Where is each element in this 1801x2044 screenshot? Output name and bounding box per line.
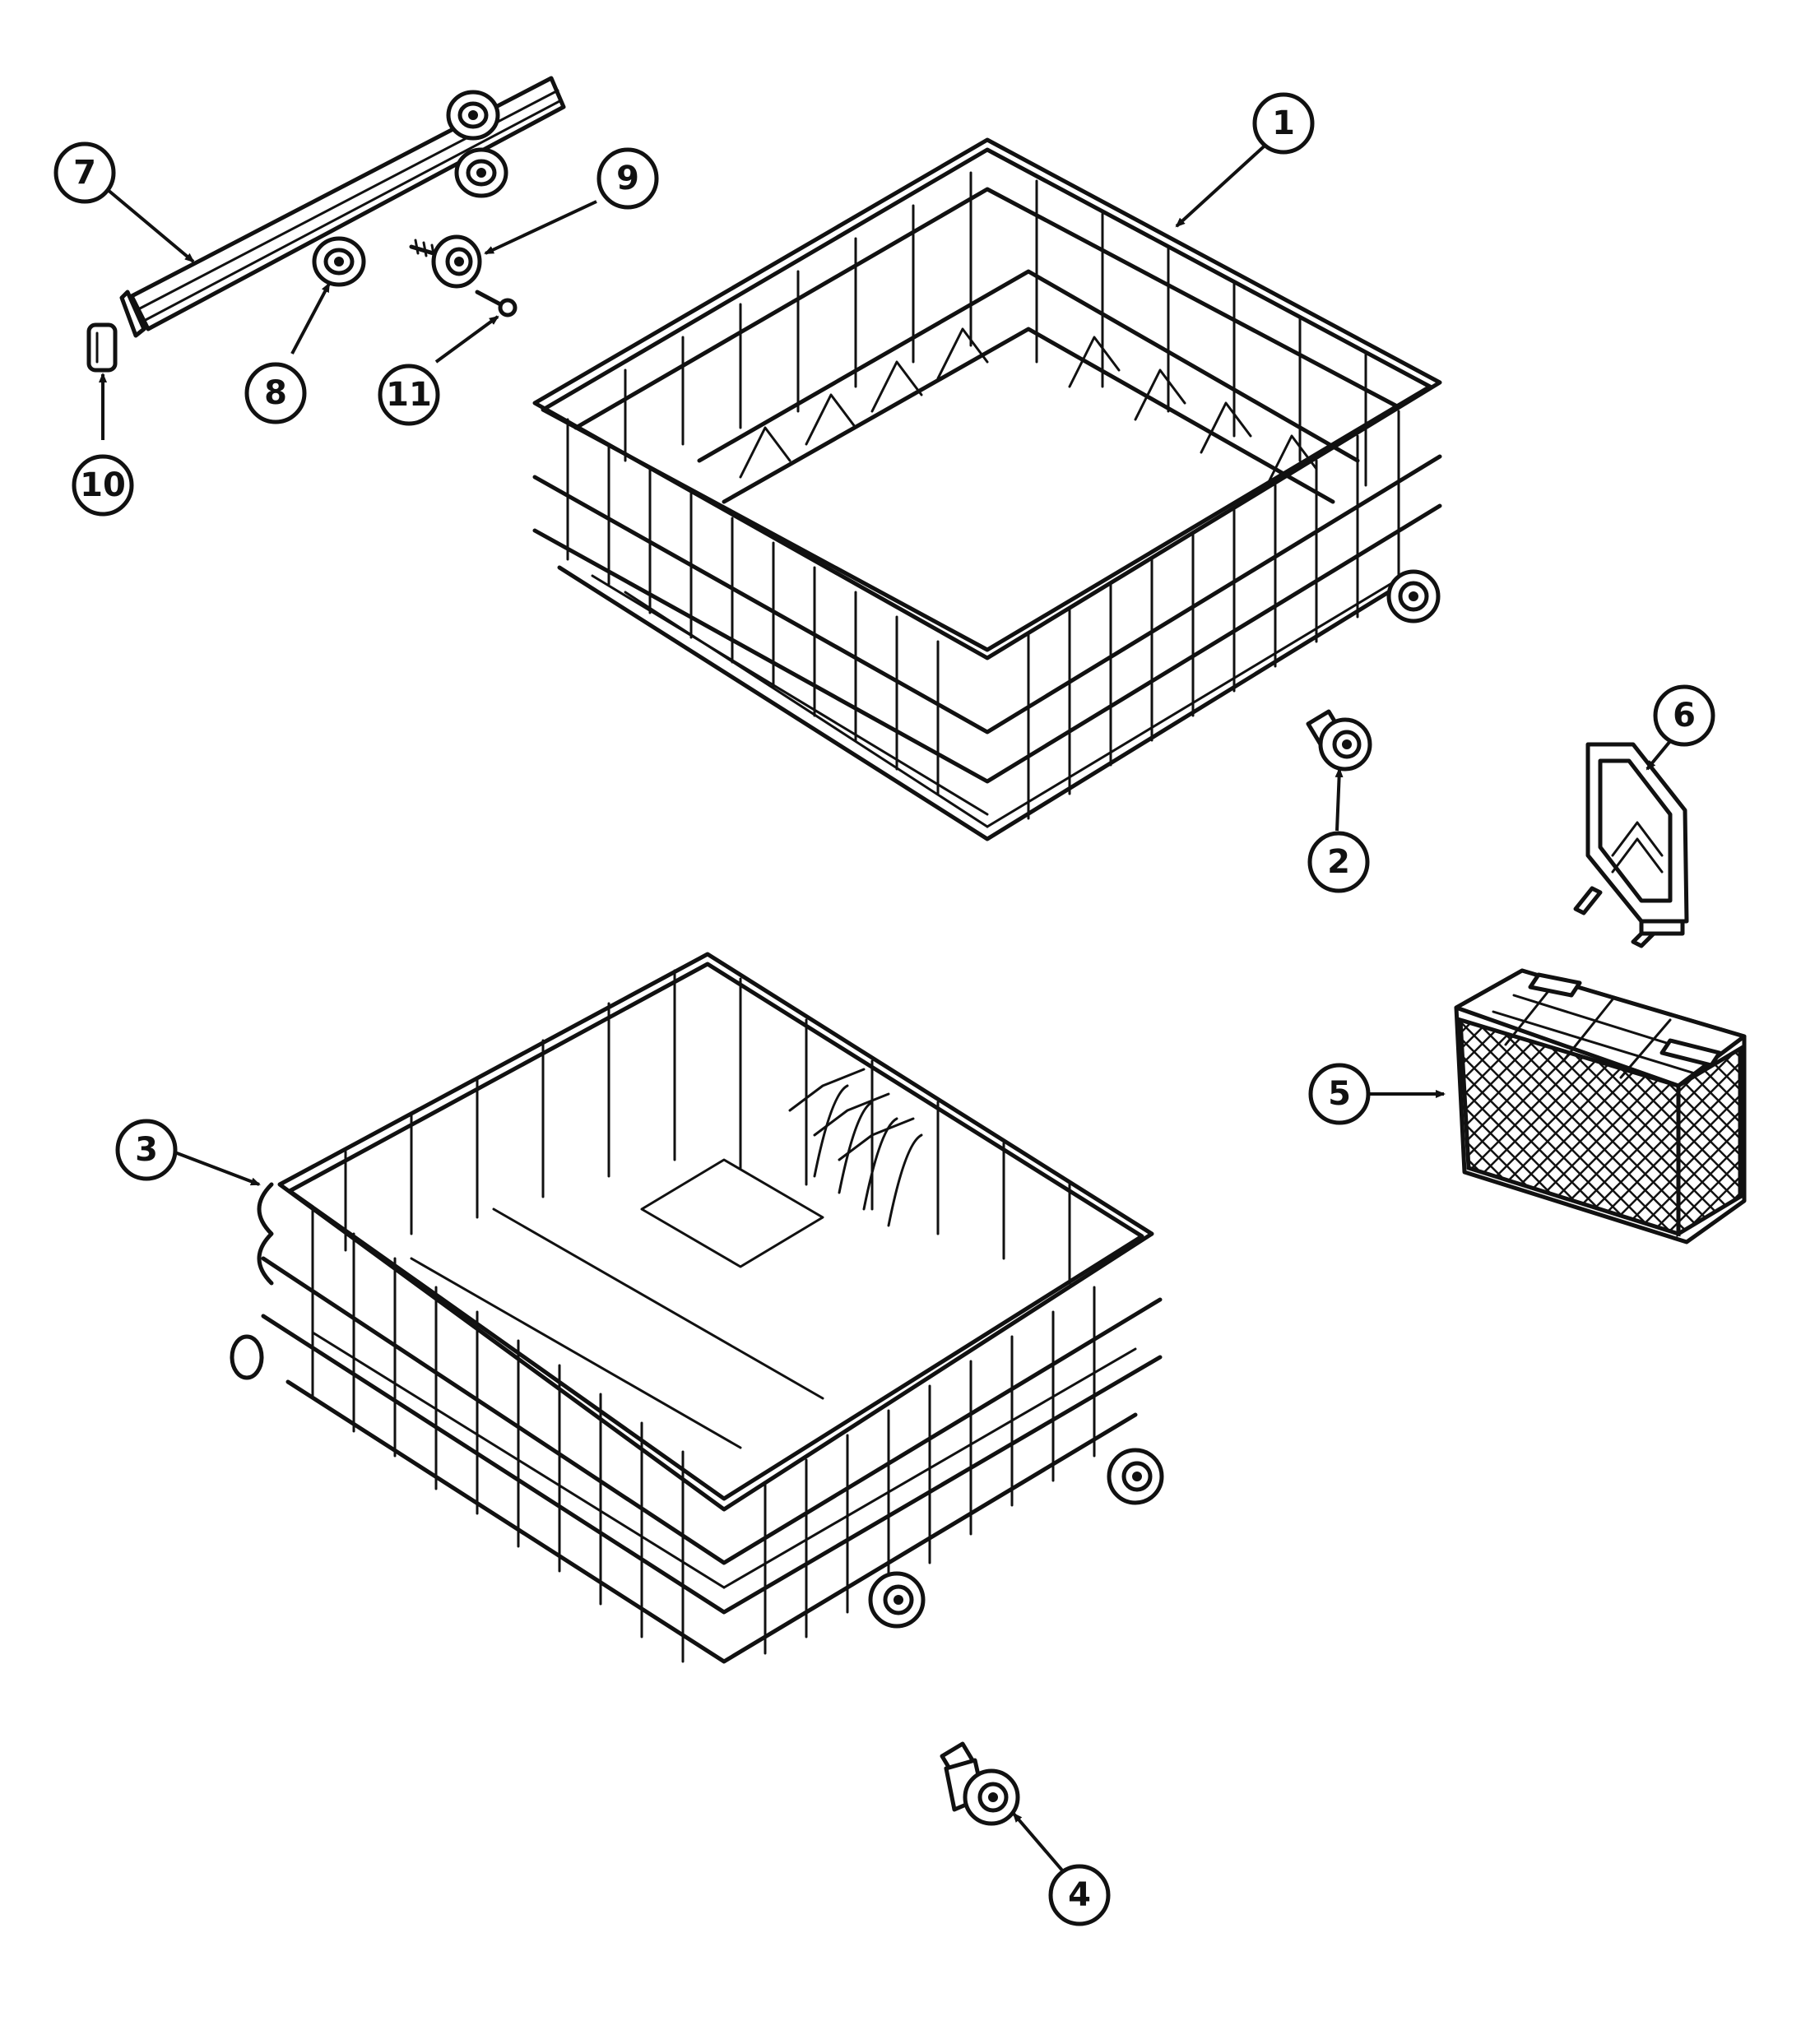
roller-part-8 xyxy=(312,90,508,287)
callout-8: 8 xyxy=(244,362,307,424)
lower-rack-part-3 xyxy=(230,952,1164,1664)
leader-lines xyxy=(99,138,1676,1873)
roller-bolt-part-9 xyxy=(409,234,482,289)
leader-3 xyxy=(172,1150,261,1186)
callout-label-1: 1 xyxy=(1272,104,1295,142)
callout-10: 10 xyxy=(72,454,134,517)
leader-4 xyxy=(1012,1812,1065,1873)
callout-label-2: 2 xyxy=(1327,843,1350,881)
lower-rack-roller-right xyxy=(1107,1448,1164,1505)
callout-9: 9 xyxy=(596,147,659,210)
leader-1 xyxy=(1175,138,1273,228)
callout-label-7: 7 xyxy=(73,154,96,192)
callout-label-11: 11 xyxy=(386,376,432,414)
rail-part-7 xyxy=(119,76,566,338)
holder-part-6 xyxy=(1573,742,1689,948)
rail-roller-1 xyxy=(446,90,500,141)
callout-label-8: 8 xyxy=(264,374,287,412)
callout-label-10: 10 xyxy=(80,466,126,504)
callout-7: 7 xyxy=(53,141,116,204)
callout-6: 6 xyxy=(1653,684,1715,747)
lower-rack-roller-front xyxy=(868,1571,926,1629)
callout-3: 3 xyxy=(115,1119,178,1181)
lower-rack-roller-left xyxy=(230,1334,264,1380)
rail-roller-2 xyxy=(454,147,508,198)
callout-5: 5 xyxy=(1308,1063,1371,1125)
callout-1: 1 xyxy=(1252,92,1315,155)
upper-rack-roller xyxy=(1386,569,1441,623)
leader-9 xyxy=(484,200,597,255)
leader-11 xyxy=(434,315,499,364)
callout-label-3: 3 xyxy=(135,1131,158,1169)
end-cap-part-10 xyxy=(86,322,118,373)
callout-2: 2 xyxy=(1307,831,1370,893)
callout-4: 4 xyxy=(1048,1864,1111,1926)
leader-7 xyxy=(105,188,195,263)
callout-label-6: 6 xyxy=(1673,697,1696,735)
screw-part-11 xyxy=(475,290,518,317)
rail-roller-3 xyxy=(312,236,366,287)
callout-label-5: 5 xyxy=(1328,1075,1351,1113)
roller-part-4 xyxy=(940,1741,1020,1826)
callout-label-9: 9 xyxy=(616,160,639,197)
upper-rack-part-1 xyxy=(532,137,1442,841)
leader-8 xyxy=(290,282,331,355)
callout-label-4: 4 xyxy=(1068,1876,1091,1914)
callout-11: 11 xyxy=(378,364,440,426)
basket-part-5 xyxy=(1454,968,1747,1244)
leader-2 xyxy=(1335,767,1344,832)
roller-part-2 xyxy=(1306,709,1372,772)
